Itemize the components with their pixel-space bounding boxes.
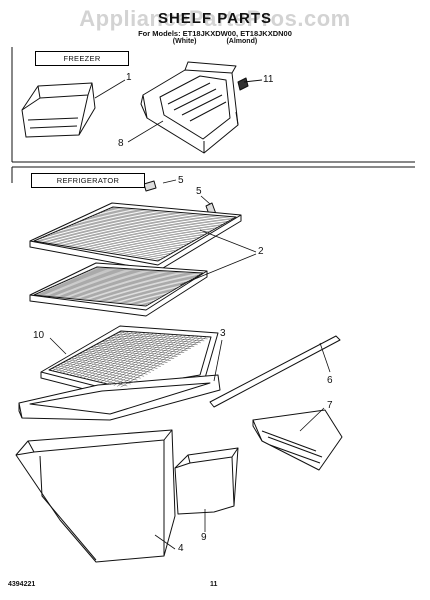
watermark: AppliancePartsPros.com xyxy=(79,6,351,31)
model-line: For Models: ET18JKXDW00, ET18JKXDN00 xyxy=(138,29,292,38)
refrigerator-section-label: REFRIGERATOR xyxy=(31,173,145,188)
freezer-shelf-part-8 xyxy=(140,61,239,154)
callout-9: 9 xyxy=(201,532,207,543)
callout-1: 1 xyxy=(126,72,132,83)
slide-rail-part-6 xyxy=(209,335,341,408)
callout-8: 8 xyxy=(118,138,124,149)
leader-lines xyxy=(49,79,331,550)
callout-6: 6 xyxy=(327,375,333,386)
callout-10: 10 xyxy=(33,330,45,341)
callout-4: 4 xyxy=(178,543,184,554)
crisper-bracket-part-7 xyxy=(252,409,343,471)
callout-5-upper: 5 xyxy=(178,175,184,186)
color-white: (White) xyxy=(172,38,197,45)
shelf-2-lower-hatch xyxy=(36,267,201,306)
crisper-drawer-part-4 xyxy=(15,429,176,563)
callout-2: 2 xyxy=(258,246,264,257)
callout-11: 11 xyxy=(263,74,274,85)
color-line: (White) (Almond) xyxy=(0,38,430,45)
cover-3-hatch-b xyxy=(52,331,208,388)
page-number: 11 xyxy=(210,581,218,588)
callout-5-lower: 5 xyxy=(196,186,202,197)
color-almond: (Almond) xyxy=(226,38,258,45)
document-number: 4394221 xyxy=(8,581,36,588)
crisper-frame xyxy=(18,374,221,421)
freezer-section-label: FREEZER xyxy=(35,51,129,66)
callout-3: 3 xyxy=(220,328,226,339)
crisper-drawer-part-9 xyxy=(174,447,239,515)
callout-7: 7 xyxy=(327,400,333,411)
shelf-2-upper-hatch xyxy=(36,207,234,260)
freezer-bin-part-1 xyxy=(21,82,96,138)
glass-shelf-part-2-lower xyxy=(29,262,208,317)
page-title: SHELF PARTS xyxy=(157,10,273,27)
shelf-clip-part-5-left xyxy=(143,180,157,192)
screw-part-11 xyxy=(237,77,263,91)
